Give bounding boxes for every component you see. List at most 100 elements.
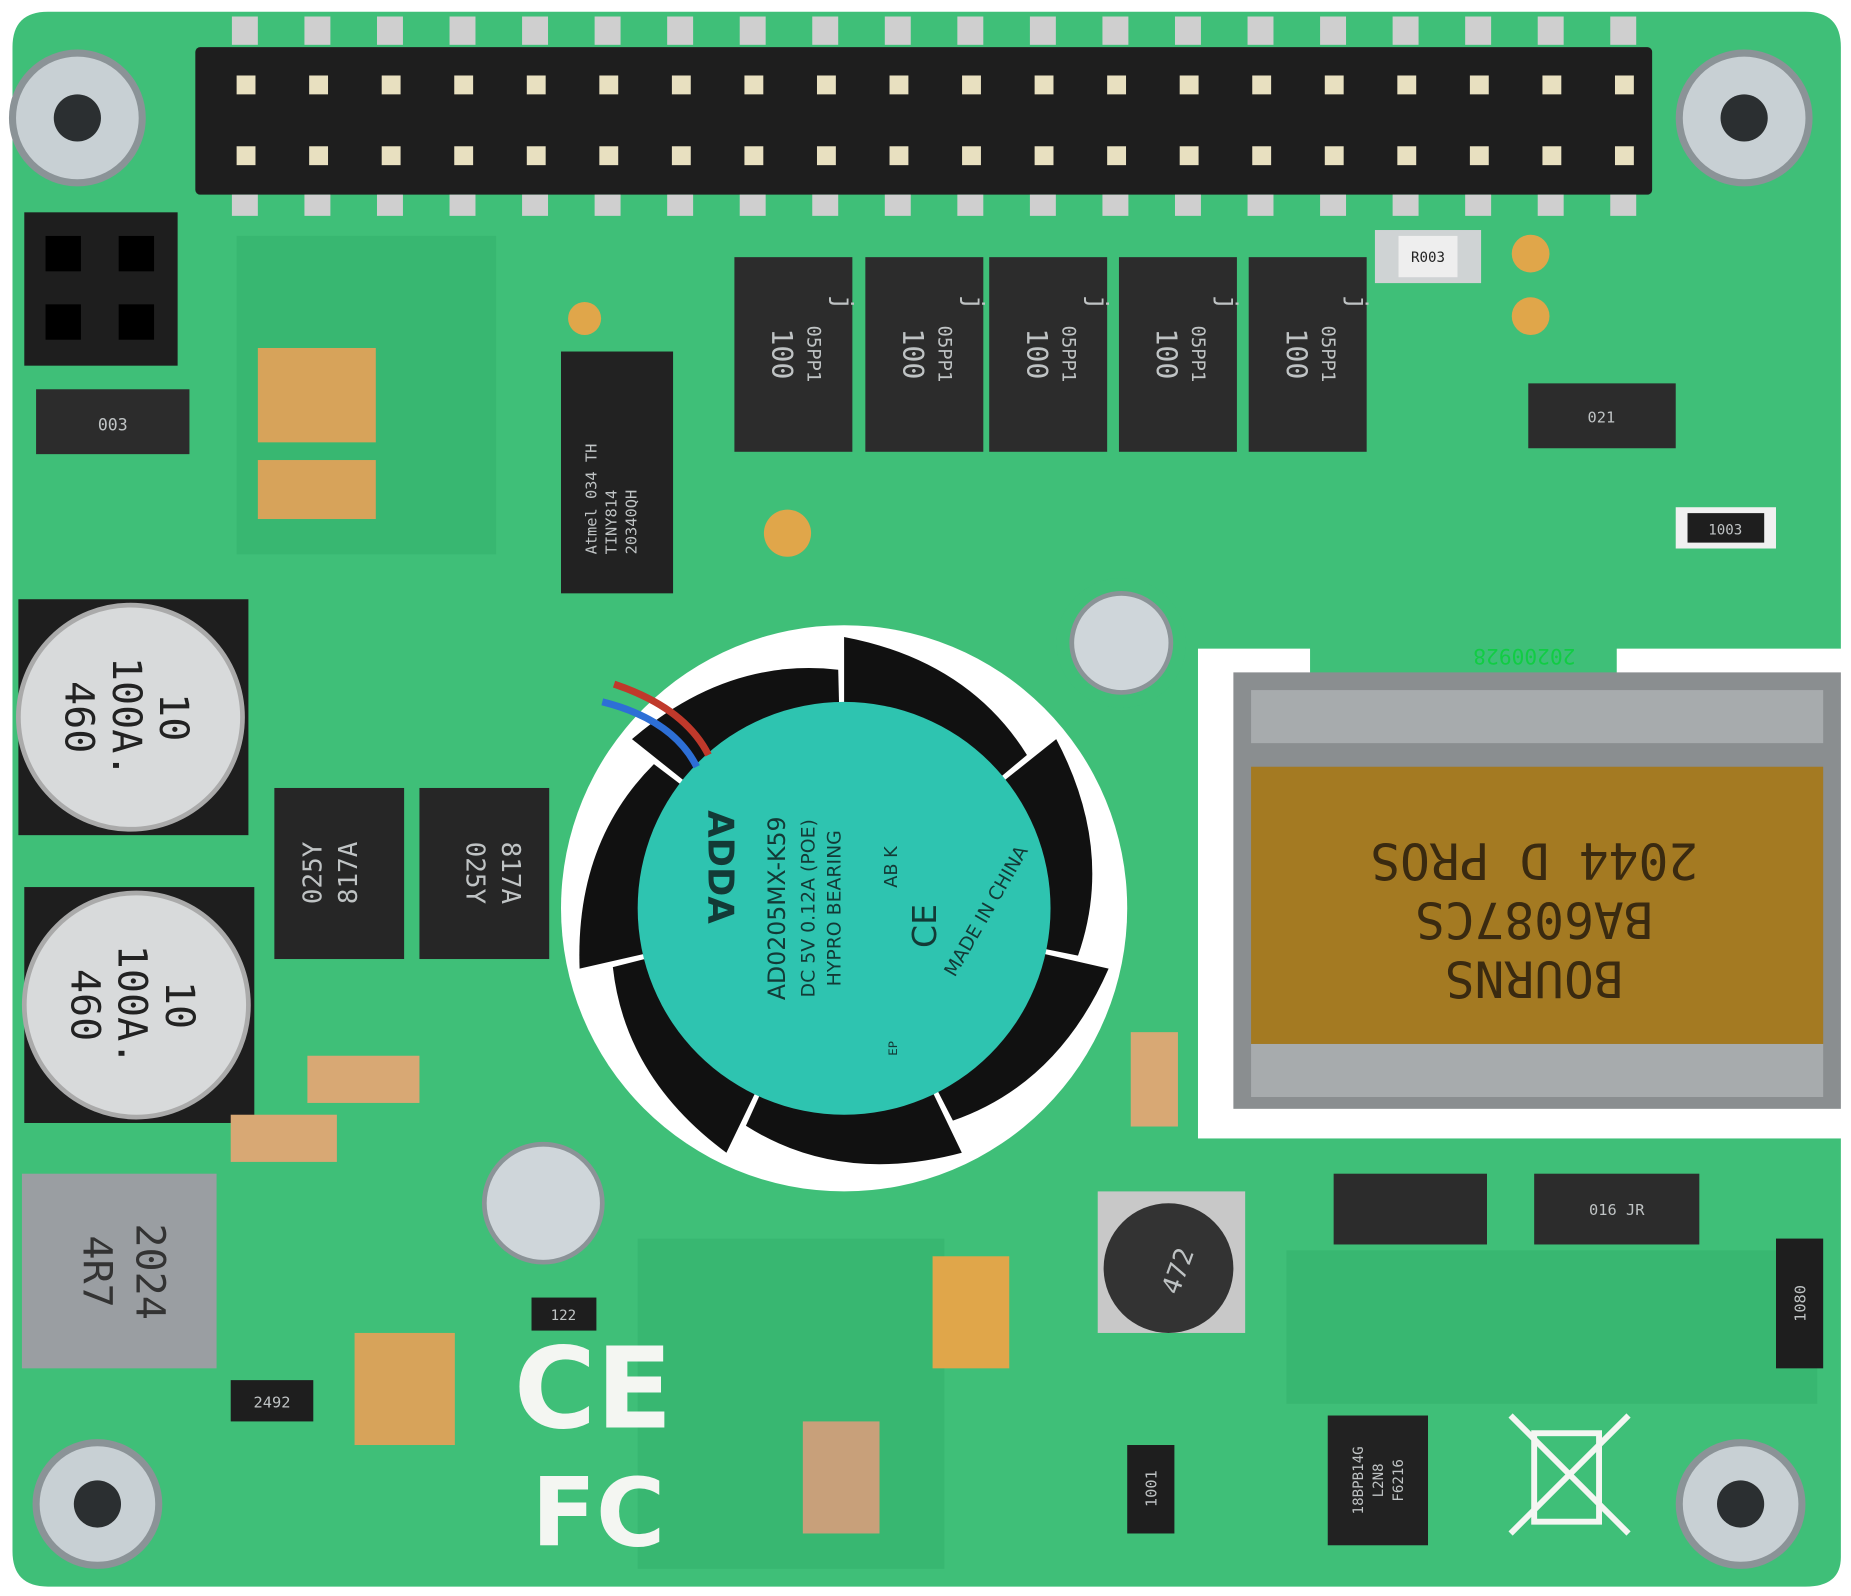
- gpio-pin: [381, 146, 401, 166]
- header-lead: [1465, 194, 1492, 216]
- svg-text:L2N8: L2N8: [1371, 1463, 1387, 1497]
- gpio-pin: [962, 75, 981, 95]
- svg-text:HYPRO BEARING: HYPRO BEARING: [824, 830, 846, 986]
- svg-text:100: 100: [1020, 328, 1053, 379]
- header-lead: [812, 194, 839, 216]
- gpio-pin: [889, 75, 909, 95]
- header-lead: [376, 16, 403, 45]
- test-pad-grid: [257, 347, 376, 443]
- header-lead: [1174, 16, 1201, 45]
- svg-text:1003: 1003: [1708, 522, 1742, 538]
- header-lead: [739, 194, 766, 216]
- header-lead: [884, 16, 911, 45]
- resistor-1001: 1001: [1127, 1445, 1175, 1534]
- svg-text:DC 5V 0.12A (POE): DC 5V 0.12A (POE): [798, 819, 820, 997]
- header-lead: [522, 16, 549, 45]
- svg-text:4R7: 4R7: [73, 1235, 119, 1307]
- svg-text:05PP1: 05PP1: [803, 325, 825, 382]
- diode-d3: 016 JR: [1534, 1173, 1700, 1245]
- header-lead: [449, 16, 476, 45]
- svg-text:10: 10: [156, 981, 202, 1029]
- shunt-resistor-r003: R003: [1374, 230, 1482, 284]
- power-inductor-4r7: 4R7 2024: [21, 1173, 217, 1369]
- header-lead: [1174, 194, 1201, 216]
- svg-text:122: 122: [551, 1308, 577, 1324]
- gpio-pin: [1324, 146, 1344, 166]
- svg-text:817A: 817A: [334, 841, 364, 904]
- svg-text:05PP1: 05PP1: [1317, 325, 1339, 382]
- svg-text:AD0205MX-K59: AD0205MX-K59: [763, 816, 791, 1000]
- svg-text:100: 100: [896, 328, 929, 379]
- ceramic-capacitor: [802, 1421, 880, 1534]
- gpio-pin: [1542, 75, 1562, 95]
- svg-text:100: 100: [765, 328, 798, 379]
- gpio-pin: [889, 146, 909, 166]
- svg-text:2492: 2492: [254, 1393, 291, 1411]
- gpio-pin: [1179, 146, 1199, 166]
- test-point: [1511, 297, 1550, 336]
- gpio-pin: [454, 146, 474, 166]
- gpio-pin: [962, 146, 981, 166]
- mounting-standoff-top-right: [1675, 49, 1813, 187]
- header-lead: [812, 16, 839, 45]
- mounting-standoff-top-left: [8, 49, 146, 187]
- gpio-pin: [744, 146, 764, 166]
- header-lead: [1537, 194, 1564, 216]
- svg-text:817A: 817A: [495, 842, 525, 905]
- gpio-header[interactable]: [195, 16, 1653, 216]
- svg-text:20200928: 20200928: [1473, 643, 1575, 668]
- header-lead: [1247, 16, 1274, 45]
- gpio-pin: [236, 146, 256, 166]
- poe-header[interactable]: [24, 212, 178, 366]
- diode-d1: 003: [36, 389, 190, 455]
- gpio-pin: [309, 75, 329, 95]
- svg-text:j: j: [1342, 295, 1372, 311]
- svg-text:100A.: 100A.: [109, 945, 155, 1066]
- header-lead: [522, 194, 549, 216]
- gpio-pin: [236, 75, 256, 95]
- header-lead: [667, 16, 694, 45]
- gpio-pin: [744, 75, 764, 95]
- gpio-pin: [1107, 146, 1127, 166]
- gpio-pin: [1397, 146, 1417, 166]
- header-lead: [957, 16, 984, 45]
- fan-label: [637, 701, 1051, 1115]
- cooling-fan: ADDA AD0205MX-K59 DC 5V 0.12A (POE) HYPR…: [561, 625, 1128, 1192]
- header-lead: [1247, 194, 1274, 216]
- gpio-pin: [1107, 75, 1127, 95]
- gpio-pin: [1252, 146, 1272, 166]
- test-point: [1511, 234, 1550, 273]
- svg-text:100: 100: [1150, 328, 1183, 379]
- gpio-pin: [526, 146, 546, 166]
- gpio-pin: [599, 75, 619, 95]
- svg-text:460: 460: [61, 969, 107, 1041]
- svg-text:2044 D PROS: 2044 D PROS: [1370, 831, 1698, 889]
- gpio-pin: [1542, 146, 1562, 166]
- gpio-pin: [454, 75, 474, 95]
- gpio-pin: [1397, 75, 1417, 95]
- svg-text:CE: CE: [905, 904, 944, 948]
- resistor-1003: 1003: [1675, 507, 1776, 549]
- header-lead: [1465, 16, 1492, 45]
- gpio-pin: [1469, 146, 1489, 166]
- gpio-pin: [816, 75, 836, 95]
- mounting-standoff-bottom-right: [1675, 1439, 1806, 1569]
- gpio-pin: [1614, 75, 1634, 95]
- test-pad-grid: [354, 1332, 455, 1446]
- svg-text:460: 460: [56, 681, 102, 753]
- header-lead: [376, 194, 403, 216]
- header-lead: [594, 194, 621, 216]
- weee-bin-icon: [1508, 1413, 1631, 1536]
- gpio-pin: [1469, 75, 1489, 95]
- svg-text:j: j: [959, 295, 989, 311]
- header-lead: [667, 194, 694, 216]
- fan-screw-top: [1056, 578, 1187, 708]
- gpio-pin: [1034, 146, 1054, 166]
- svg-text:TINY814: TINY814: [602, 490, 620, 555]
- header-lead: [1392, 16, 1419, 45]
- header-lead: [1320, 16, 1347, 45]
- header-lead: [594, 16, 621, 45]
